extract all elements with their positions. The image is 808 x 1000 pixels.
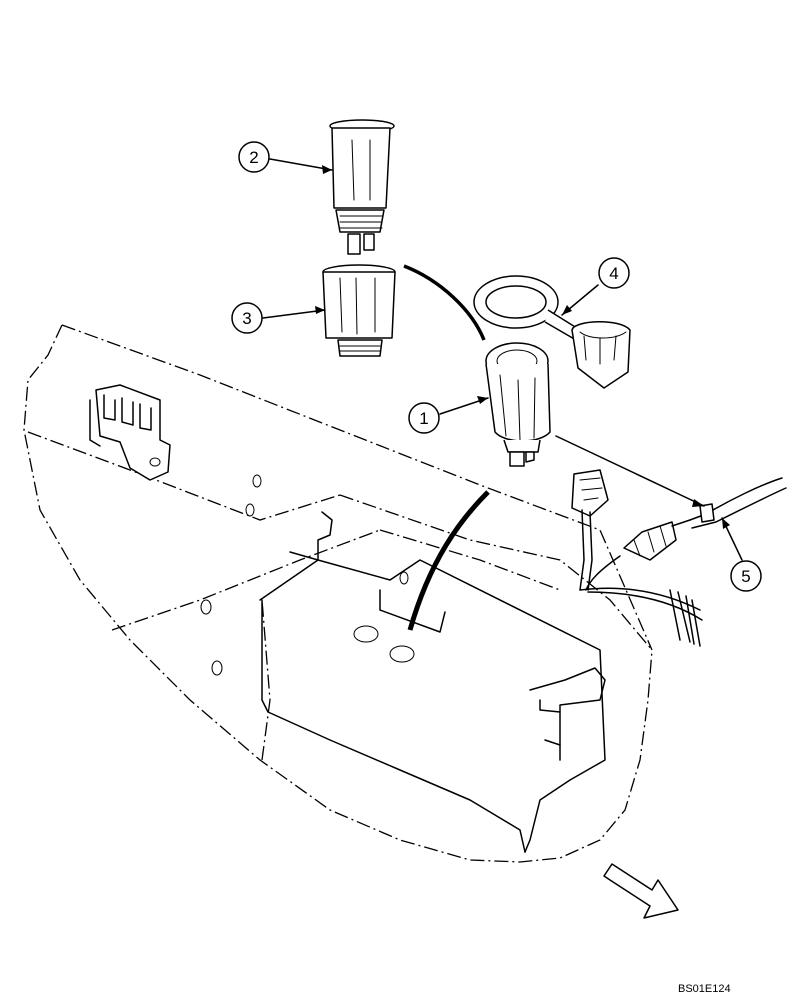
callout-5-label: 5: [741, 567, 750, 586]
assembly-arc: [403, 264, 486, 341]
part-2-lighter-element: [329, 119, 395, 255]
callout-2: 2: [238, 141, 270, 173]
callout-1: 1: [408, 402, 440, 434]
wiring-harness: [571, 469, 787, 647]
switch-block: [89, 384, 171, 481]
part-1-receptacle: [485, 342, 551, 467]
feed-wire: [407, 490, 490, 631]
direction-arrow-icon: [603, 863, 679, 919]
reference-code: BS01E124: [678, 983, 731, 995]
leader-lines: [262, 158, 743, 561]
part-3-lighter-housing: [322, 264, 396, 357]
callout-4: 4: [598, 257, 630, 289]
callout-3-label: 3: [242, 309, 251, 328]
console-panel-outline: [23, 324, 653, 863]
callout-1-label: 1: [419, 409, 428, 428]
part-4-cap-with-strap: [473, 275, 631, 389]
mounting-bracket: [200, 474, 606, 853]
callout-4-label: 4: [609, 264, 618, 283]
callout-2-label: 2: [249, 148, 258, 167]
callout-3: 3: [231, 302, 263, 334]
callout-5: 5: [730, 560, 762, 592]
